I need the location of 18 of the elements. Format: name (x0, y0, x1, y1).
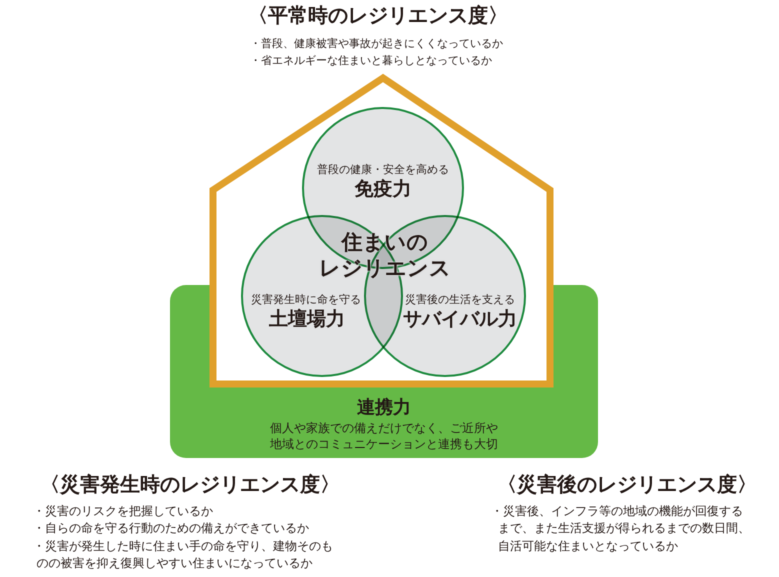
section-heading: 〈災害後のレジリエンス度〉 (497, 472, 757, 496)
bullet-item: ・自らの命を守る行動のための備えができているか (33, 520, 309, 538)
bullet-item: ・災害のリスクを把握しているか (33, 503, 213, 520)
circle-title: 土壇場力 (269, 308, 345, 331)
circle-caption: 災害後の生活を支える (405, 292, 515, 306)
section-heading: 〈災害発生時のレジリエンス度〉 (40, 472, 340, 496)
venn-circle (363, 214, 527, 378)
bullet-item: ・普段、健康被害や事故が起きにくくなっているか (250, 36, 503, 52)
panel-title: 連携力 (357, 397, 411, 419)
bullet-item: ・省エネルギーな住まいと暮らしとなっているか (250, 53, 492, 69)
panel-description: 個人や家族での備えだけでなく、ご近所や地域とのコミュニケーションと連携も大切 (269, 420, 499, 452)
bullet-item: ・災害後、インフラ等の地域の機能が回復するまで、また生活支援が得られるまでの数日間、自活可能な住まいとなっているか (491, 503, 752, 555)
circle-caption: 普段の健康・安全を高める (317, 163, 449, 176)
section-heading: 〈平常時のレジリエンス度〉 (248, 3, 508, 27)
circle-title: 免疫力 (354, 178, 412, 201)
circle-title: サバイバル力 (403, 308, 517, 331)
circle-caption: 災害発生時に命を守る (251, 292, 361, 306)
bullet-item: ・災害が発生した時に住まい手の命を守り、建物そのものの被害を抑え復興しやすい住まいになっているか (33, 538, 334, 572)
